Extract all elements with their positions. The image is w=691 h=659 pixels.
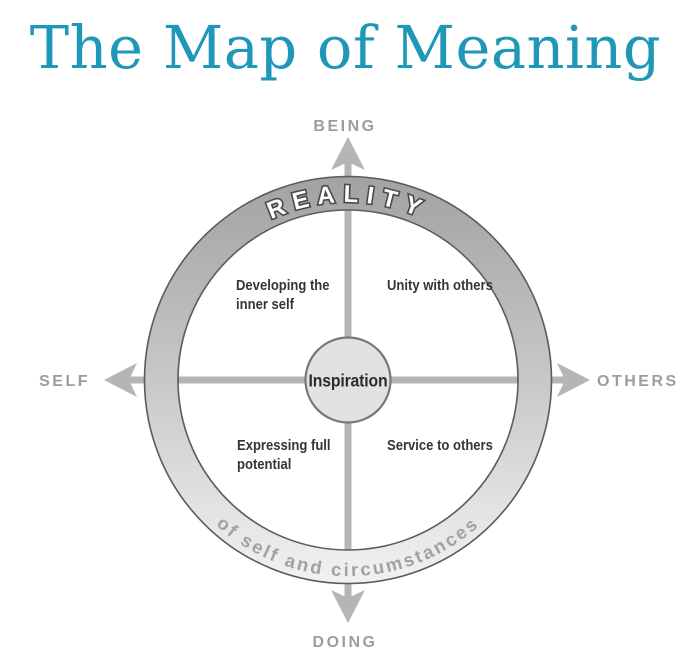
quadrant-line: potential bbox=[237, 456, 292, 473]
axis-label-doing: DOING bbox=[313, 634, 378, 651]
quadrant-label-bottom-left: Expressing full potential bbox=[237, 436, 331, 474]
arrow-right-icon bbox=[557, 363, 590, 397]
page-title: The Map of Meaning bbox=[29, 13, 662, 82]
center-circle bbox=[304, 336, 392, 424]
axis-label-others: OTHERS bbox=[597, 373, 679, 390]
quadrant-line: Service to others bbox=[387, 437, 493, 454]
quadrant-label-top-right: Unity with others bbox=[387, 276, 493, 295]
arrow-left-icon bbox=[104, 363, 137, 397]
reality-ring bbox=[143, 175, 553, 585]
quadrant-line: Unity with others bbox=[387, 277, 493, 294]
axis-label-self: SELF bbox=[39, 373, 90, 390]
quadrant-label-top-left: Developing the inner self bbox=[236, 276, 330, 314]
center-label: Inspiration bbox=[309, 371, 388, 391]
quadrant-label-bottom-right: Service to others bbox=[387, 436, 493, 455]
quadrant-line: Developing the bbox=[236, 277, 330, 294]
quadrant-line: inner self bbox=[236, 296, 295, 313]
axis-label-being: BEING bbox=[313, 118, 376, 135]
arrow-down-icon bbox=[331, 590, 365, 623]
quadrant-line: Expressing full bbox=[237, 437, 331, 454]
arrow-up-icon bbox=[331, 137, 365, 170]
